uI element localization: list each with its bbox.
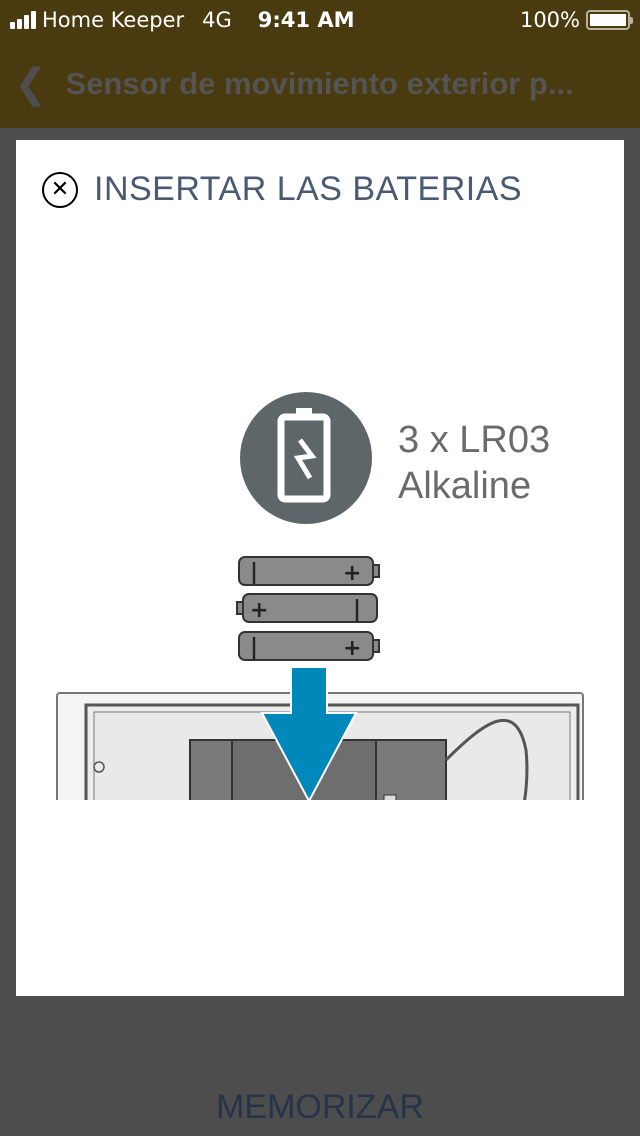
- svg-text:|: |: [353, 597, 361, 622]
- battery-icon: [586, 10, 633, 30]
- chevron-left-icon[interactable]: ❮: [14, 61, 48, 107]
- page-title: Sensor de movimiento exterior p...: [65, 66, 574, 101]
- carrier-name: Home Keeper: [42, 8, 185, 32]
- svg-text:+: +: [250, 598, 268, 623]
- modal-title: INSERTAR LAS BATERIAS: [94, 170, 523, 208]
- insert-arrow: [260, 666, 358, 800]
- nav-bar: ❮ Sensor de movimiento exterior p...: [0, 40, 640, 128]
- signal-icon: [10, 11, 36, 29]
- battery-spec-line2: Alkaline: [398, 465, 531, 507]
- battery-icon: [240, 392, 372, 524]
- memorize-button[interactable]: MEMORIZAR: [216, 1088, 424, 1126]
- status-bar: Home Keeper 4G 9:41 AM 100%: [0, 0, 640, 40]
- battery-insertion-illustration: 3 x LR03 Alkaline | + + | | +: [56, 392, 584, 800]
- aaa-batteries: | + + | | +: [236, 556, 380, 661]
- svg-text:+: +: [343, 636, 361, 661]
- svg-text:|: |: [250, 635, 258, 660]
- svg-text:+: +: [343, 561, 361, 586]
- svg-text:|: |: [250, 560, 258, 585]
- battery-spec-line1: 3 x LR03: [398, 419, 550, 461]
- battery-percent: 100%: [519, 8, 580, 32]
- close-icon[interactable]: ✕: [42, 171, 78, 208]
- network-type: 4G: [202, 8, 232, 32]
- clock: 9:41 AM: [257, 8, 355, 32]
- battery-modal: ✕ INSERTAR LAS BATERIAS 3 x LR03 Alkalin…: [16, 140, 624, 996]
